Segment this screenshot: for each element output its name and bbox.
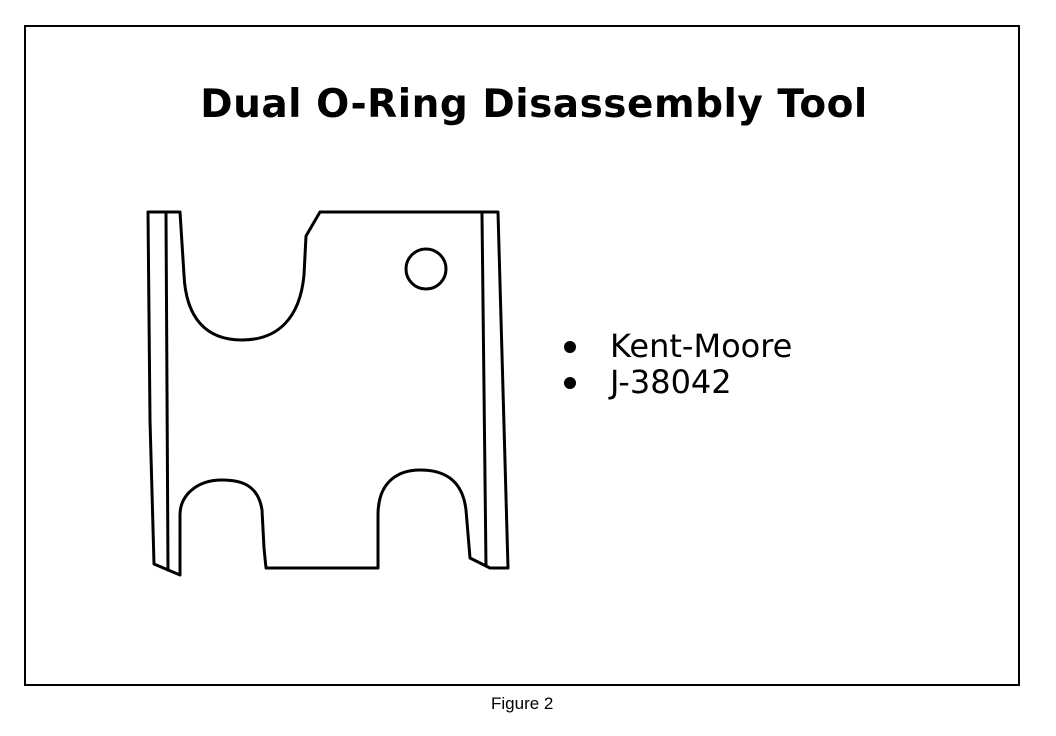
tool-info-list: Kent-Moore J-38042 — [562, 328, 792, 400]
tool-outline — [146, 210, 510, 577]
dual-o-ring-disassembly-tool-icon — [146, 210, 510, 577]
bullet-item-kent-moore: Kent-Moore — [562, 328, 792, 364]
mounting-hole — [404, 247, 448, 291]
figure-caption: Figure 2 — [491, 694, 554, 713]
bullet-label: Kent-Moore — [610, 327, 793, 365]
bullet-dot-icon — [564, 377, 576, 389]
left-bevel-line — [164, 212, 170, 572]
figure-frame — [24, 25, 1020, 686]
bullet-item-part-number: J-38042 — [562, 364, 792, 400]
bullet-dot-icon — [564, 341, 576, 353]
slide-title: Dual O-Ring Disassembly Tool — [200, 82, 868, 127]
right-bevel-line — [480, 212, 488, 568]
bullet-label: J-38042 — [610, 363, 732, 401]
